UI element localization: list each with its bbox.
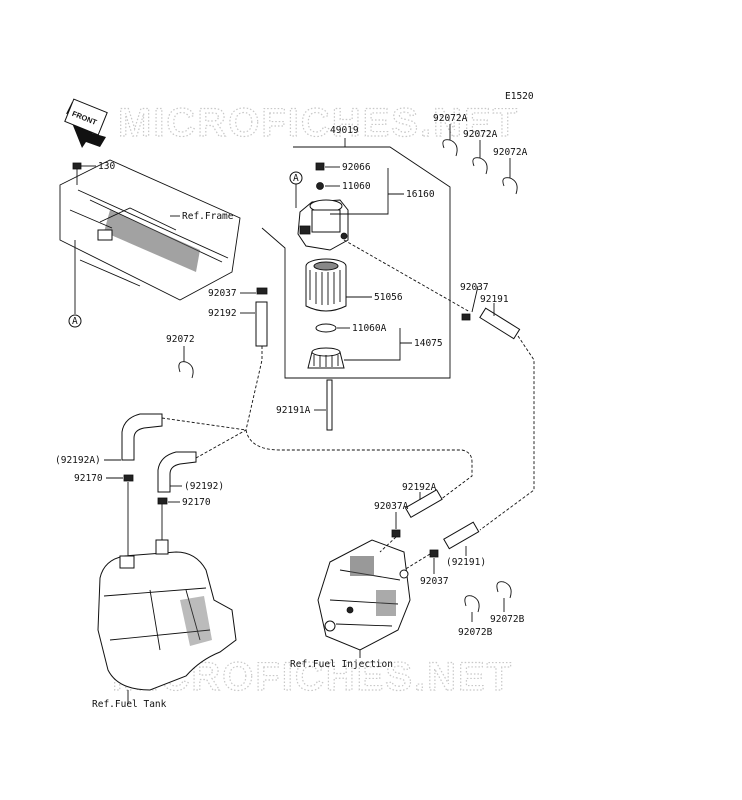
clamp-92170-left: [123, 474, 134, 482]
label-92037A: 92037A: [374, 501, 409, 512]
hose-92192A: [121, 413, 163, 461]
label-92170-right: 92170: [182, 497, 211, 508]
ref-frame: Ref.Frame: [182, 211, 234, 222]
fuel-injection-pump: [317, 539, 411, 651]
label-92037-right: 92037: [460, 282, 489, 293]
label-92072B-1: 92072B: [458, 627, 493, 638]
label-92170-left: 92170: [74, 473, 103, 484]
o-ring-11060A: [315, 323, 337, 333]
ref-fuel-tank: Ref.Fuel Tank: [92, 699, 167, 710]
clip-92072A-3: [502, 177, 518, 195]
label-92191-right: 92191: [480, 294, 509, 305]
fuel-tank: [97, 539, 237, 691]
hose-92191: [479, 307, 521, 340]
watermark-top: MICROFICHES.NET: [118, 101, 519, 145]
label-92192-paren: (92192): [184, 481, 224, 492]
label-130: 130: [98, 161, 115, 172]
label-92037-left: 92037: [208, 288, 237, 299]
label-11060: 11060: [342, 181, 371, 192]
bolt-92066: [315, 162, 325, 171]
label-92192A-paren: (92192A): [55, 455, 101, 466]
view-a-label-left: A: [72, 316, 78, 327]
clamp-92170-right: [157, 497, 168, 505]
label-92072A-3: 92072A: [493, 147, 528, 158]
label-92192: 92192: [208, 308, 237, 319]
label-49019: 49019: [330, 125, 359, 136]
label-16160: 16160: [406, 189, 435, 200]
label-92066: 92066: [342, 162, 371, 173]
clamp-92037-left: [256, 287, 268, 295]
label-92072A-2: 92072A: [463, 129, 498, 140]
label-92037-bottom: 92037: [420, 576, 449, 587]
bolt-130: [72, 162, 82, 185]
diagram-code: E1520: [505, 91, 534, 102]
clamp-92037-bottom: [429, 549, 439, 558]
label-51056: 51056: [374, 292, 403, 303]
clamp-92037-right: [461, 313, 471, 321]
filter-head: [297, 199, 349, 251]
clamp-92037A: [391, 529, 401, 538]
label-92191-paren: (92191): [446, 557, 486, 568]
view-a-marker-left: [68, 314, 82, 328]
label-92072A-1: 92072A: [433, 113, 468, 124]
washer-11060: [316, 182, 324, 190]
label-92191A: 92191A: [276, 405, 311, 416]
label-92072: 92072: [166, 334, 195, 345]
clip-92072B-1: [464, 595, 480, 613]
view-a-label-top: A: [293, 173, 299, 184]
hose-92192A: [404, 489, 443, 519]
clip-92072B-2: [496, 581, 512, 599]
label-92072B-2: 92072B: [490, 614, 525, 625]
filter-bowl-14075: [307, 347, 345, 369]
label-14075: 14075: [414, 338, 443, 349]
pipe-92191A: [326, 379, 333, 431]
assembly-49019-outline: [261, 146, 451, 379]
hose-92192: [255, 301, 268, 347]
frame-illustration: [59, 159, 241, 301]
clip-92072: [178, 361, 194, 379]
front-arrow-icon: FRONT: [64, 98, 108, 148]
ref-fuel-injection: Ref.Fuel Injection: [290, 659, 393, 670]
hose-92191-lower: [443, 521, 480, 550]
hose-92192: [157, 451, 197, 493]
fuel-filter-51056: [305, 258, 347, 312]
clip-92072A-2: [472, 157, 488, 175]
label-92192A: 92192A: [402, 482, 437, 493]
label-11060A: 11060A: [352, 323, 387, 334]
